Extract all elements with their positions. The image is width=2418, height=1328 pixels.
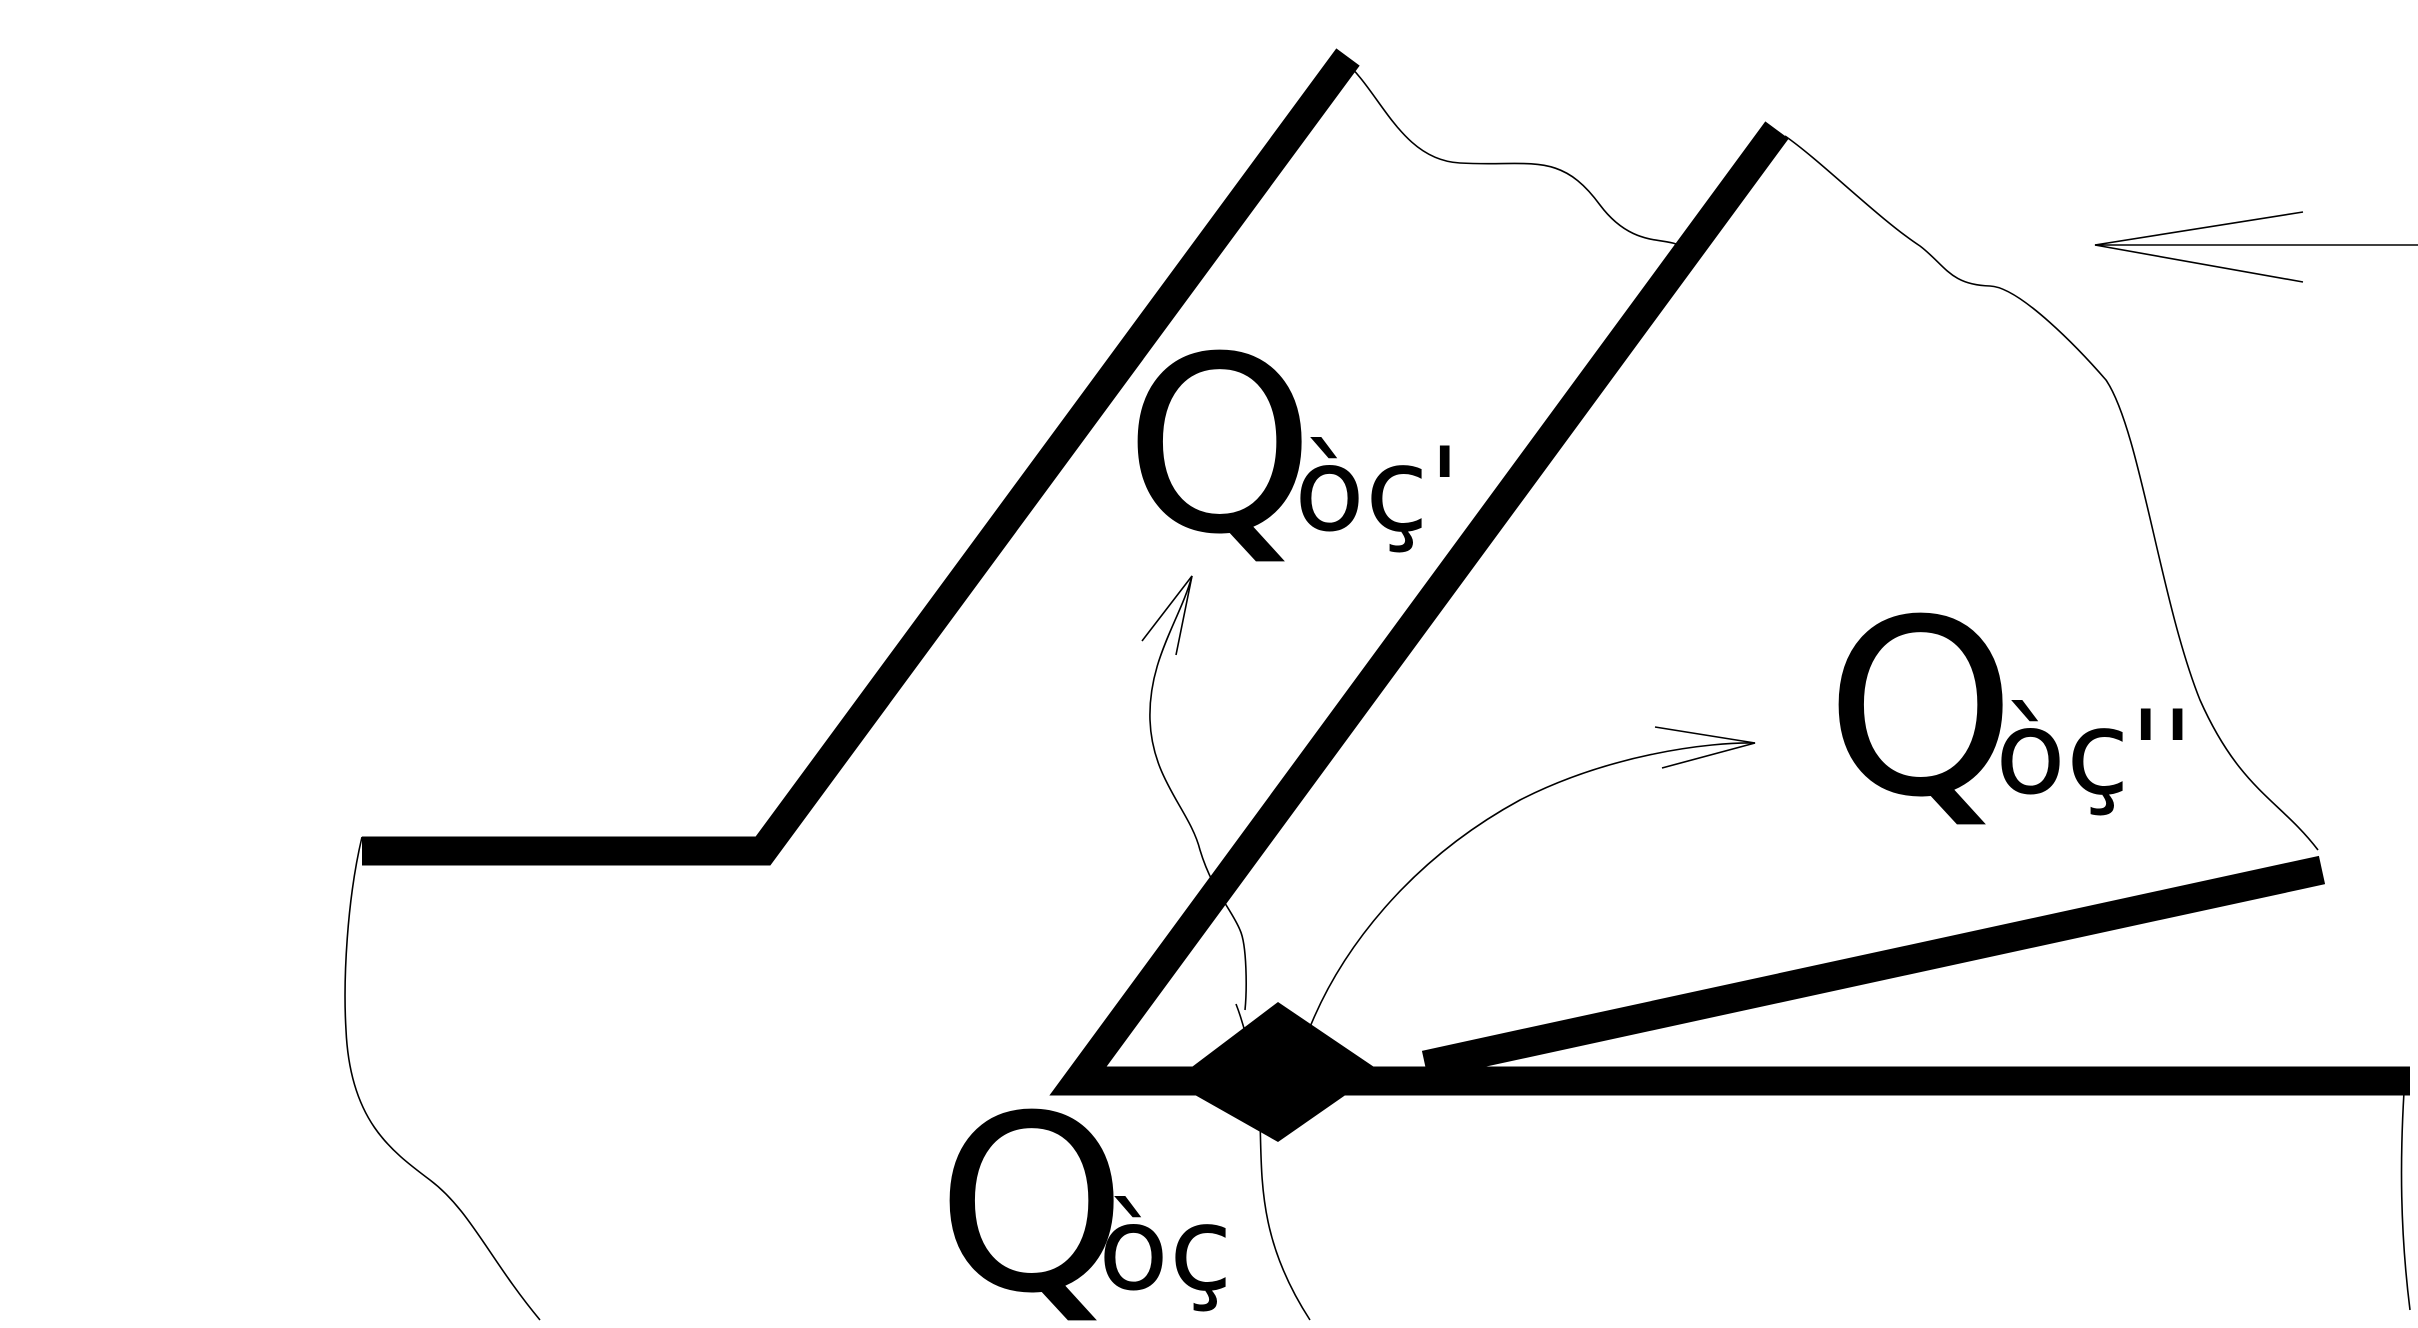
left-outline-curve xyxy=(344,836,541,1321)
flow-label-right: Q òç'' xyxy=(1825,568,2194,851)
flow-arrows xyxy=(1141,211,2418,1033)
flow-label-upper: Q òç' xyxy=(1124,305,1461,588)
incoming-arrow-head xyxy=(2094,211,2304,283)
inner-branch-wall xyxy=(1049,121,2410,1096)
right-branch-wall xyxy=(1421,855,2326,1080)
arrow-to-upper-head xyxy=(1141,575,1193,656)
top-right-outline-curve xyxy=(1784,135,2319,851)
arrow-to-upper-curve xyxy=(1149,575,1247,1011)
arrow-to-right-curve xyxy=(1307,742,1756,1033)
arrow-to-right-head xyxy=(1654,726,1756,769)
label-bottom-sub: òç xyxy=(1098,1182,1233,1317)
flow-label-bottom: Q òç xyxy=(936,1064,1233,1328)
pipe-walls xyxy=(362,48,2410,1096)
label-right-sub: òç'' xyxy=(1995,686,2194,821)
junction-diamond-icon xyxy=(1172,1002,1380,1142)
right-outline-curve xyxy=(2400,1091,2411,1311)
label-upper-sub: òç' xyxy=(1294,423,1461,558)
left-upper-wall xyxy=(362,48,1360,866)
label-upper-main: Q xyxy=(1124,305,1315,588)
label-bottom-main: Q xyxy=(936,1064,1127,1328)
top-left-outline-curve xyxy=(1342,59,1677,245)
label-right-main: Q xyxy=(1825,568,2016,851)
